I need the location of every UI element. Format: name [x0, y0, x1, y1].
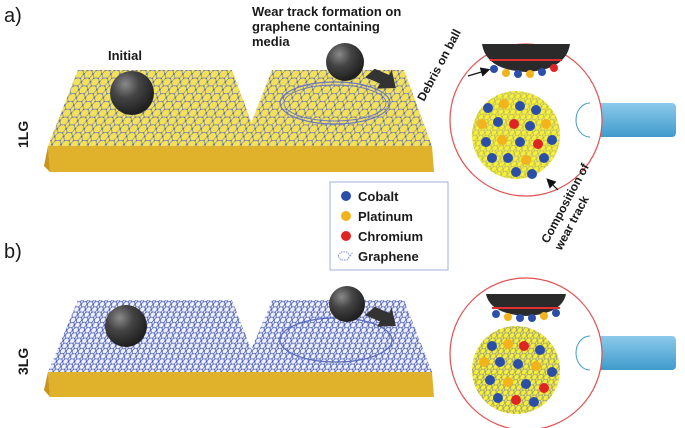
legend-label-chromium: Chromium [358, 229, 423, 244]
panel-a-letter: a) [4, 5, 22, 27]
panel-a: a) 1LG Initial Wear track formation on g… [4, 4, 676, 253]
legend-label-cobalt: Cobalt [358, 189, 399, 204]
legend-item-platinum: Platinum [341, 209, 413, 224]
wear-title: Wear track formation on graphene contain… [252, 4, 405, 49]
legend-label-graphene: Graphene [358, 249, 419, 264]
direction-arrow-icon-3lg [365, 306, 396, 327]
ball-initial-3lg [105, 305, 147, 347]
legend: Cobalt Platinum Chromium Graphene [329, 181, 449, 271]
substrate-initial-1lg [44, 70, 262, 172]
ball-cap-1lg [482, 44, 570, 72]
ball-initial-1lg [110, 71, 154, 115]
legend-item-cobalt: Cobalt [341, 189, 399, 204]
probe-icon-1lg [590, 103, 676, 137]
panel-b-letter: b) [4, 241, 22, 263]
magnified-view-3lg [449, 277, 676, 428]
panel-b: b) 3LG [4, 241, 676, 428]
probe-icon-3lg [590, 336, 676, 370]
cobalt-ball-icon [341, 191, 351, 201]
ball-wear-1lg [326, 43, 364, 81]
wear-title-line-2: graphene containing [252, 19, 380, 34]
substrate-initial-3lg [44, 300, 262, 397]
direction-arrow-icon-1lg [365, 68, 396, 89]
ball-cap-3lg [486, 294, 566, 316]
platinum-ball-icon [341, 211, 351, 221]
panel-b-row-label: 3LG [15, 348, 31, 375]
wear-title-line-3: media [252, 34, 290, 49]
panel-a-row-label: 1LG [15, 121, 31, 148]
wear-title-line-1: Wear track formation on [252, 4, 401, 19]
legend-label-platinum: Platinum [358, 209, 413, 224]
legend-item-graphene: Graphene [337, 249, 419, 264]
ball-wear-3lg [329, 286, 365, 322]
magnified-view-1lg [449, 43, 676, 197]
substrate-wear-1lg [242, 70, 434, 172]
particles-1lg [477, 99, 557, 179]
graphene-lattice-icon [337, 251, 354, 261]
particles-3lg [479, 339, 557, 407]
initial-label: Initial [108, 48, 142, 63]
chromium-ball-icon [341, 231, 351, 241]
wear-track-ring-1lg [279, 81, 391, 125]
legend-item-chromium: Chromium [341, 229, 423, 244]
